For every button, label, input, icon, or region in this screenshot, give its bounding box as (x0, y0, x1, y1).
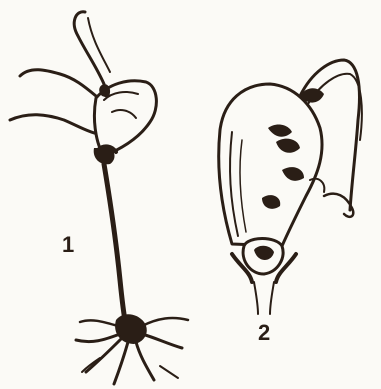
figure-1-seedling (10, 12, 188, 384)
figure-1-label: 1 (62, 232, 74, 258)
figure-2-seed (219, 60, 362, 314)
figure-2-label: 2 (258, 320, 270, 346)
